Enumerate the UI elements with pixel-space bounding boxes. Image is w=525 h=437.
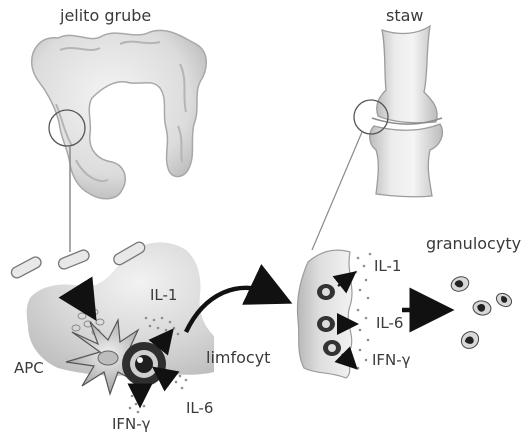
lymphocyte-label: limfocyt xyxy=(206,350,270,366)
ifng-joint-label: IFN-γ xyxy=(372,353,411,368)
granulocytes-group xyxy=(449,274,514,352)
joint-illustration xyxy=(312,26,442,250)
joint-label: staw xyxy=(386,8,424,24)
gut-wall-detail xyxy=(10,240,214,413)
apc-label: APC xyxy=(14,361,44,376)
arrow-to-il6 xyxy=(162,374,170,380)
synovial-cell-3 xyxy=(323,340,341,356)
ifng-gut-label: IFN-γ xyxy=(112,417,151,432)
colon-label: jelito grube xyxy=(60,8,151,24)
colon-illustration xyxy=(32,30,207,252)
il6-gut-label: IL-6 xyxy=(186,401,213,416)
il1-gut-label: IL-1 xyxy=(150,288,177,303)
synovium-detail xyxy=(297,250,371,378)
synovial-cell-2 xyxy=(317,316,335,332)
lymphocyte-cell xyxy=(122,342,166,386)
joint-zoom-line xyxy=(312,132,362,250)
il1-joint-label: IL-1 xyxy=(374,259,401,274)
il6-joint-label: IL-6 xyxy=(376,316,403,331)
granulocytes-label: granulocyty xyxy=(426,236,521,252)
synovial-cell-1 xyxy=(317,284,335,300)
